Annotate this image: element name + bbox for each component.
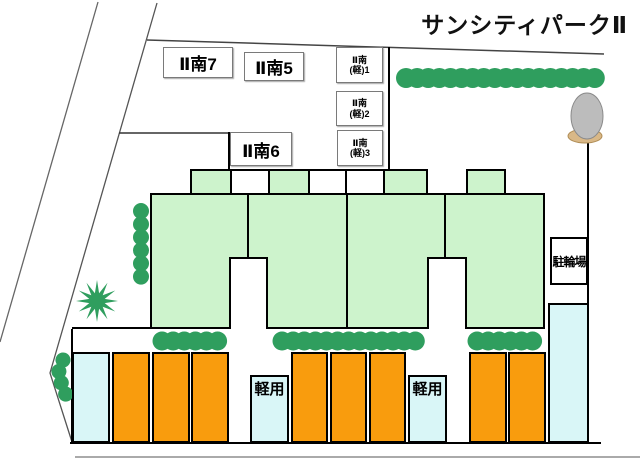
parking-stall-5 xyxy=(330,352,367,443)
parking-stall-2 xyxy=(152,352,190,443)
label-box-building-6: Ⅱ南6 xyxy=(230,132,292,166)
label-box-building-5: Ⅱ南5 xyxy=(244,52,304,81)
label-box-kei-unit-3: Ⅱ南 (軽)3 xyxy=(337,130,383,166)
parking-stall-1 xyxy=(112,352,150,443)
entrance-porch-4 xyxy=(466,169,506,195)
kei-unit-2-name: Ⅱ南 xyxy=(352,98,367,109)
building-divider-2 xyxy=(444,195,446,258)
star-tree-icon xyxy=(76,280,118,322)
parking-stall-4 xyxy=(291,352,328,443)
site-boundary-line xyxy=(49,2,158,443)
entrance-bay-1 xyxy=(230,169,270,195)
parking-stall-3 xyxy=(191,352,229,443)
kei-unit-1-name: Ⅱ南 xyxy=(352,54,367,65)
grey-tree-icon xyxy=(567,92,604,144)
entrance-porch-2 xyxy=(268,169,310,195)
kei-unit-3-no: (軽)3 xyxy=(350,148,370,158)
kei-stall-label-1: 軽用 xyxy=(254,381,285,398)
courtyard-notch-2 xyxy=(427,257,467,329)
label-box-kei-unit-2: Ⅱ南 (軽)2 xyxy=(336,91,383,126)
parking-stall-6 xyxy=(369,352,406,443)
road-edge-line xyxy=(0,1,99,343)
parking-stall-compact-2 xyxy=(548,303,589,443)
parking-stall-8 xyxy=(508,352,546,443)
building-divider-1 xyxy=(247,195,249,258)
kei-unit-2-no: (軽)2 xyxy=(349,108,370,119)
courtyard-notch-1 xyxy=(229,257,268,329)
kei-unit-3-name: Ⅱ南 xyxy=(352,137,368,148)
bicycle-parking-box: 駐輪場 xyxy=(550,237,588,285)
kei-stall-label-2: 軽用 xyxy=(412,381,443,398)
parking-stall-kei-2: 軽用 xyxy=(408,375,447,443)
bush-cluster-icon xyxy=(50,352,78,413)
label-box-building-7: Ⅱ南7 xyxy=(163,47,233,78)
parking-stall-7 xyxy=(469,352,507,443)
entrance-bay-2 xyxy=(308,169,347,195)
parking-stall-kei-1: 軽用 xyxy=(250,375,289,443)
page-title: サンシティパークⅡ xyxy=(421,12,628,38)
building-divider-center xyxy=(346,195,348,327)
entrance-porch-3 xyxy=(383,169,428,195)
entrance-bay-3 xyxy=(345,169,385,195)
kei-unit-1-no: (軽)1 xyxy=(349,65,370,75)
entrance-porch-1 xyxy=(190,169,232,195)
parking-stall-compact-1 xyxy=(72,352,110,443)
label-box-kei-unit-1: Ⅱ南 (軽)1 xyxy=(336,47,383,83)
